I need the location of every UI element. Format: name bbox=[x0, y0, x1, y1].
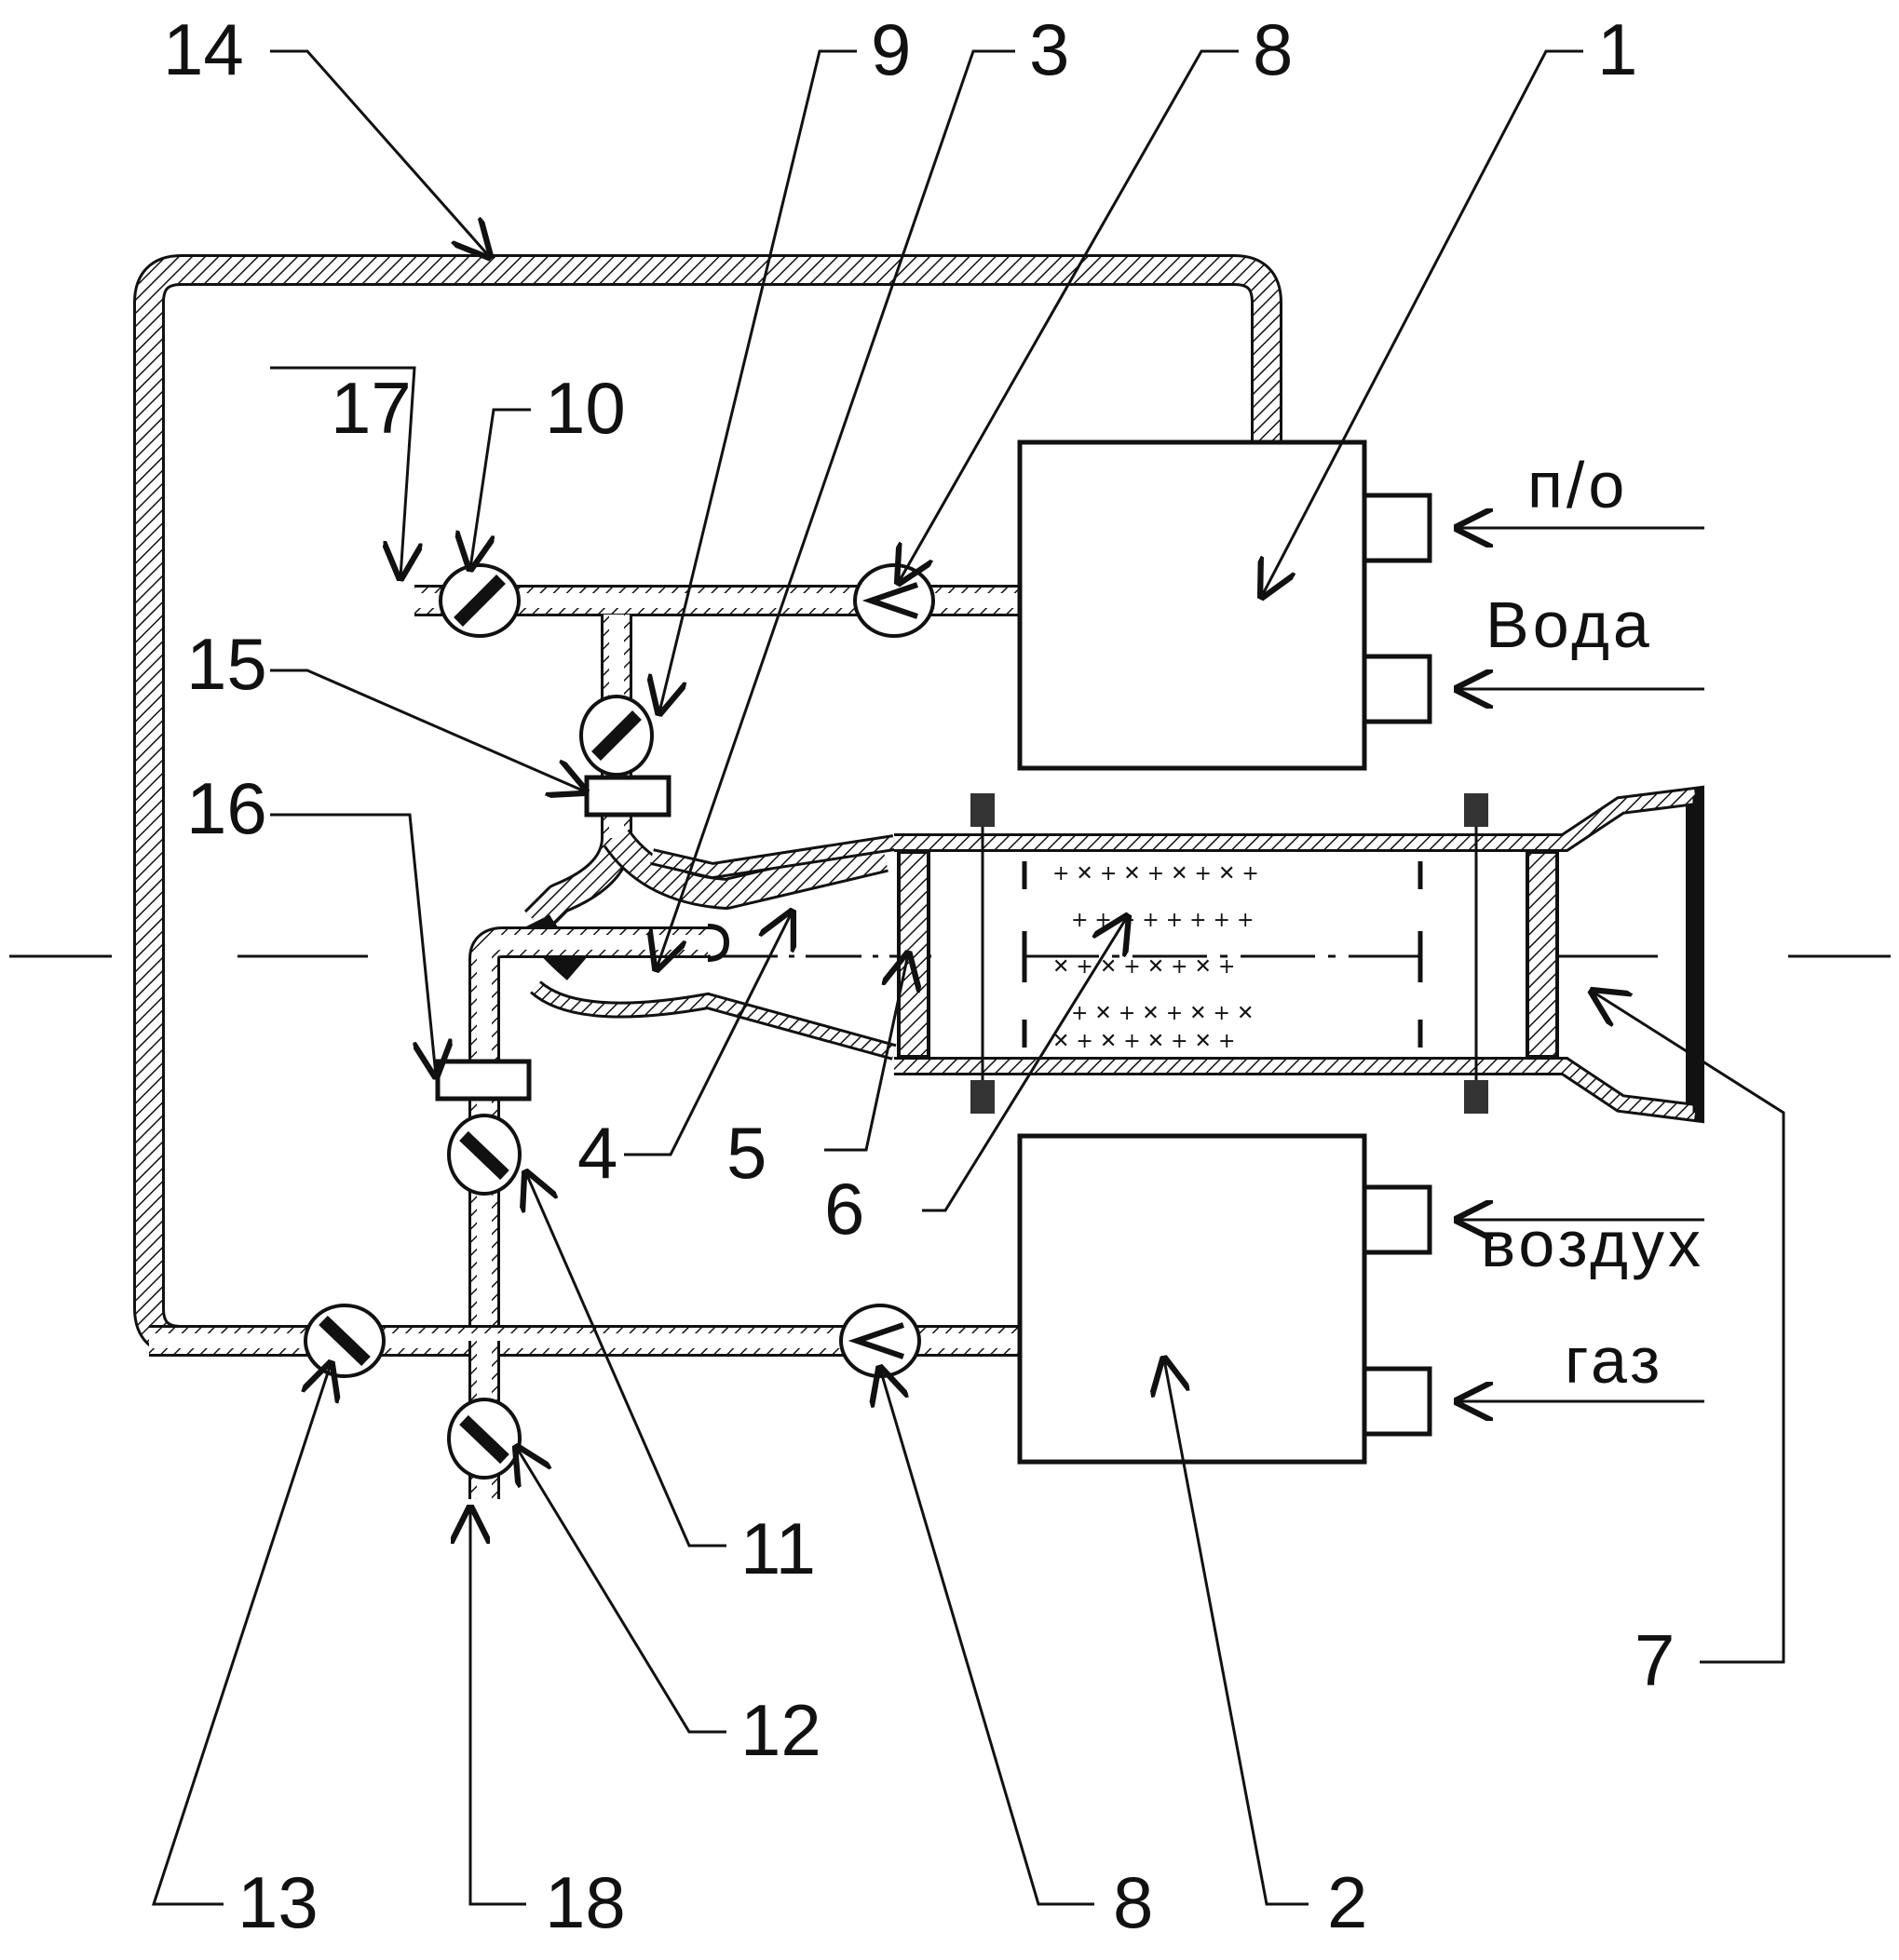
valve-10 bbox=[439, 563, 521, 638]
label-4: 4 bbox=[577, 1112, 617, 1194]
label-16: 16 bbox=[186, 767, 267, 849]
unit-1 bbox=[1017, 439, 1432, 771]
label-11: 11 bbox=[740, 1507, 816, 1589]
upper-riser-pipe bbox=[523, 615, 888, 934]
input-arrows bbox=[470, 528, 1704, 1667]
label-2: 2 bbox=[1327, 1861, 1367, 1943]
unit-2 bbox=[1017, 1133, 1432, 1465]
valve-8-top bbox=[853, 563, 935, 638]
catalyst-fill: + ✕ + ✕ + ✕ + ✕ + + + + + + + + + ✕ + ✕ … bbox=[1052, 862, 1259, 1053]
label-8-bottom: 8 bbox=[1113, 1861, 1153, 1943]
label-8-top: 8 bbox=[1253, 8, 1293, 90]
svg-text:✕ + ✕ + ✕ + ✕ +: ✕ + ✕ + ✕ + ✕ + bbox=[1052, 955, 1235, 979]
label-14: 14 bbox=[163, 8, 244, 90]
sensor-15 bbox=[584, 775, 671, 818]
label-1: 1 bbox=[1597, 8, 1637, 90]
label-15: 15 bbox=[186, 623, 267, 705]
label-3: 3 bbox=[1029, 8, 1069, 90]
water-label: Вода bbox=[1485, 588, 1653, 661]
label-9: 9 bbox=[871, 8, 911, 90]
label-5: 5 bbox=[726, 1112, 766, 1194]
leader-lines bbox=[151, 49, 1785, 1906]
label-10: 10 bbox=[545, 367, 626, 449]
reactor-6: + ✕ + ✕ + ✕ + ✕ + + + + + + + + + ✕ + ✕ … bbox=[894, 785, 1704, 1124]
svg-text:+ + + + + + + +: + + + + + + + + bbox=[1071, 909, 1254, 932]
label-12: 12 bbox=[740, 1689, 821, 1771]
valve-8-bottom bbox=[839, 1304, 921, 1378]
label-17: 17 bbox=[331, 367, 412, 449]
label-7: 7 bbox=[1634, 1619, 1675, 1701]
valve-13 bbox=[304, 1304, 386, 1378]
svg-text:✕ + ✕ + ✕ + ✕ +: ✕ + ✕ + ✕ + ✕ + bbox=[1052, 1030, 1235, 1053]
sensor-16 bbox=[435, 1059, 532, 1102]
valve-9 bbox=[579, 695, 654, 777]
label-18: 18 bbox=[545, 1861, 626, 1943]
svg-text:+ ✕ + ✕ + ✕ + ✕ +: + ✕ + ✕ + ✕ + ✕ + bbox=[1052, 862, 1259, 885]
mixing-chamber-4 bbox=[521, 834, 897, 1061]
svg-text:+ ✕ + ✕ + ✕ + ✕: + ✕ + ✕ + ✕ + ✕ bbox=[1071, 1002, 1254, 1025]
steam-label: п/о bbox=[1527, 449, 1628, 521]
valve-12 bbox=[447, 1398, 522, 1480]
label-13: 13 bbox=[237, 1861, 319, 1943]
gas-label: газ bbox=[1565, 1324, 1663, 1397]
label-6: 6 bbox=[824, 1168, 864, 1250]
air-label: воздух bbox=[1481, 1208, 1704, 1280]
nozzle-3 bbox=[468, 924, 730, 1341]
valve-11 bbox=[447, 1114, 522, 1196]
